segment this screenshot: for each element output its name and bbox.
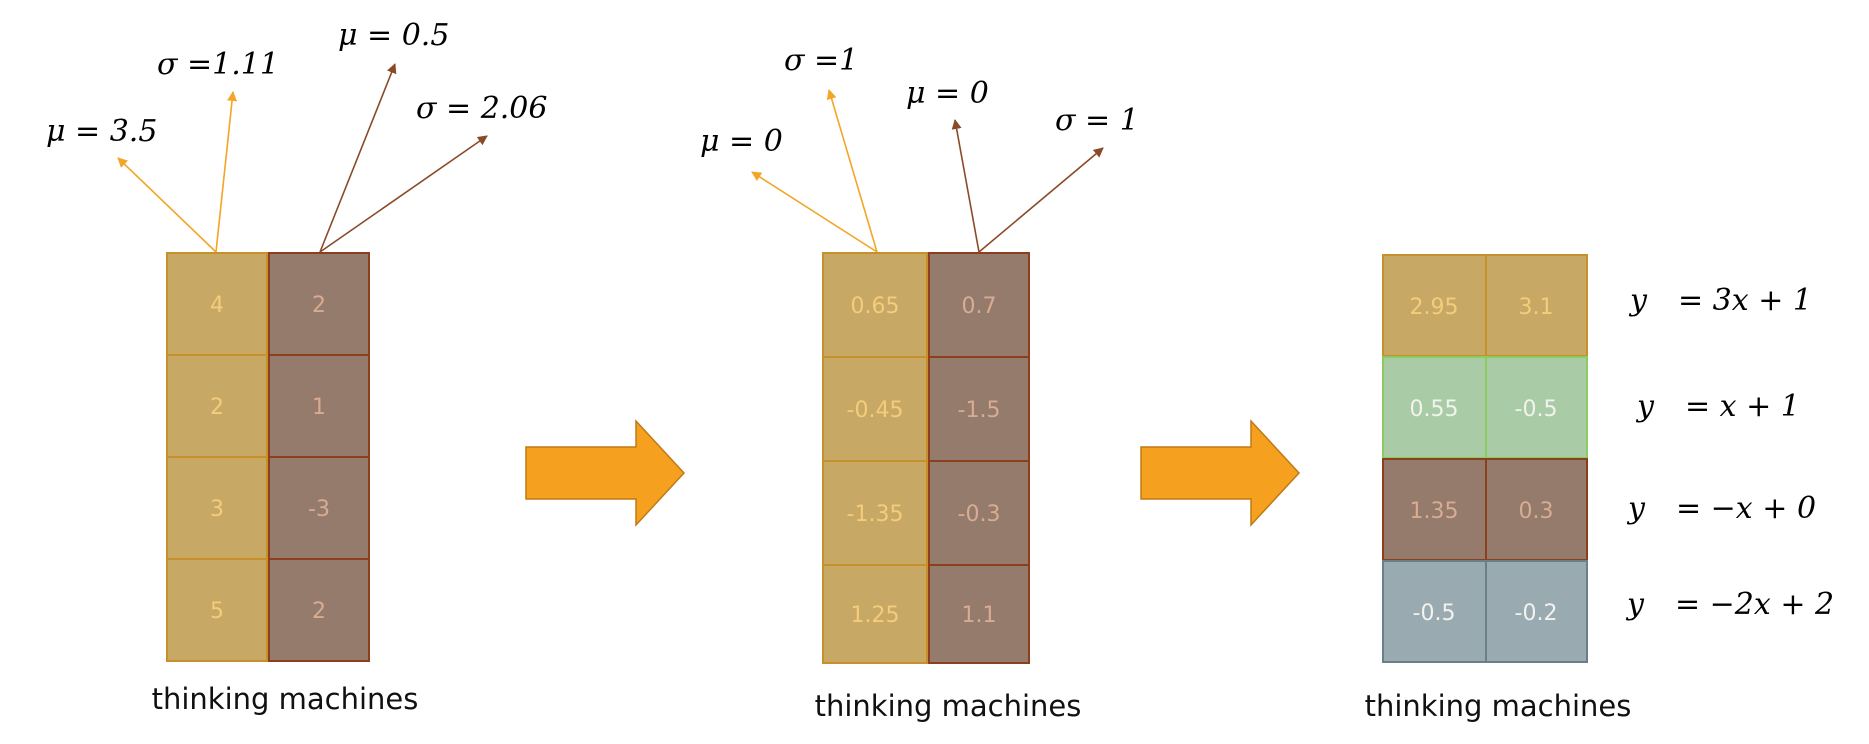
equation-y: y [1628,283,1648,318]
cell-value: 0.3 [1519,499,1554,524]
panel-standardized-data: μ = 0 σ =1 μ = 0 σ = 1 0.65 -0.45 -1.35 … [700,43,1139,723]
table-cell [1485,356,1588,459]
mu1-label: μ = 0 [700,124,783,159]
table-cell [268,558,370,662]
mu2-arrow-line [319,63,397,253]
cell-value: -0.5 [1413,601,1456,626]
equation-y: y [1635,389,1655,424]
sigma1-label: σ =1.11 [157,47,279,82]
feature-column-1: 0.65 -0.45 -1.35 1.25 [822,252,928,664]
table-cell [1485,458,1588,561]
cell-value: 3.1 [1519,295,1554,320]
table-cell [268,354,370,458]
cell-value: 1.1 [962,603,997,628]
feature-column-2: 0.7 -1.5 -0.3 1.1 [928,252,1030,664]
cell-value: 5 [210,599,224,624]
cell-value: 3 [210,497,224,522]
sigma2-label: σ = 2.06 [416,91,547,126]
cell-value: -1.35 [847,502,904,527]
sigma1-label: σ =1 [784,43,858,78]
panel-original-data: μ = 3.5 σ =1.11 μ = 0.5 σ = 2.06 4 2 3 5… [46,18,547,716]
equation-rhs: = 3x + 1 [1678,283,1812,318]
table-row: -0.5 -0.2 [1382,560,1588,663]
cell-value: 0.65 [851,294,900,319]
cell-value: -0.45 [847,398,904,423]
table-cell [1382,458,1487,561]
table-cell [166,558,268,662]
equation-y: y [1625,587,1645,622]
panel-caption: thinking machines [152,682,419,716]
mu2-label: μ = 0 [906,76,989,111]
table-cell [928,564,1030,664]
cell-value: 2 [210,395,224,420]
equation-y: y [1626,491,1646,526]
mu1-label: μ = 3.5 [46,114,157,149]
cell-value: 1 [312,395,326,420]
cell-value: 1.25 [851,603,900,628]
table-cell [166,252,268,356]
cell-value: -0.5 [1515,397,1558,422]
table-cell [1382,254,1487,357]
table-cell [166,354,268,458]
feature-column-2: 2 1 -3 2 [268,252,370,662]
mu1-arrow-line [751,171,878,253]
feature-column-1: 4 2 3 5 [166,252,268,662]
equation-rhs: = −x + 0 [1676,491,1816,526]
sigma1-arrow-line [215,91,238,253]
cell-value: 2 [312,293,326,318]
cell-value: -1.5 [958,398,1001,423]
cell-value: 2 [312,599,326,624]
right-block-arrow-icon [1140,419,1301,527]
right-block-arrow-icon [525,419,686,527]
table-cell [822,564,928,664]
equation-rhs: = x + 1 [1685,389,1800,424]
table-cell [822,460,928,566]
panel-linear-transform: 2.95 3.1 0.55 -0.5 1.35 0.3 -0.5 -0.2 y … [1365,254,1834,723]
table-row: 0.55 -0.5 [1382,356,1588,459]
cell-value: 1.35 [1410,499,1459,524]
cell-value: 2.95 [1410,295,1459,320]
cell-value: -0.3 [958,502,1001,527]
mu2-arrow-line [951,119,980,253]
sigma2-arrow-line [319,135,488,253]
sigma2-arrow-line [978,147,1104,253]
table-cell [1485,254,1588,357]
table-cell [928,356,1030,462]
panel-caption: thinking machines [1365,689,1632,723]
table-cell [1485,560,1588,663]
cell-value: 0.55 [1410,397,1459,422]
sigma2-label: σ = 1 [1055,103,1139,138]
table-row: 2.95 3.1 [1382,254,1588,357]
sigma1-arrow-line [826,89,878,253]
equation-rhs: = −2x + 2 [1675,587,1834,622]
cell-value: 0.7 [962,294,997,319]
table-cell [822,356,928,462]
cell-value: 4 [210,293,224,318]
table-row: 1.35 0.3 [1382,458,1588,561]
table-cell [1382,560,1487,663]
table-cell [1382,356,1487,459]
cell-value: -0.2 [1515,601,1558,626]
mu2-label: μ = 0.5 [338,18,449,53]
mu1-arrow-line [117,157,217,253]
panel-caption: thinking machines [815,689,1082,723]
table-cell [166,456,268,560]
cell-value: -3 [308,497,330,522]
